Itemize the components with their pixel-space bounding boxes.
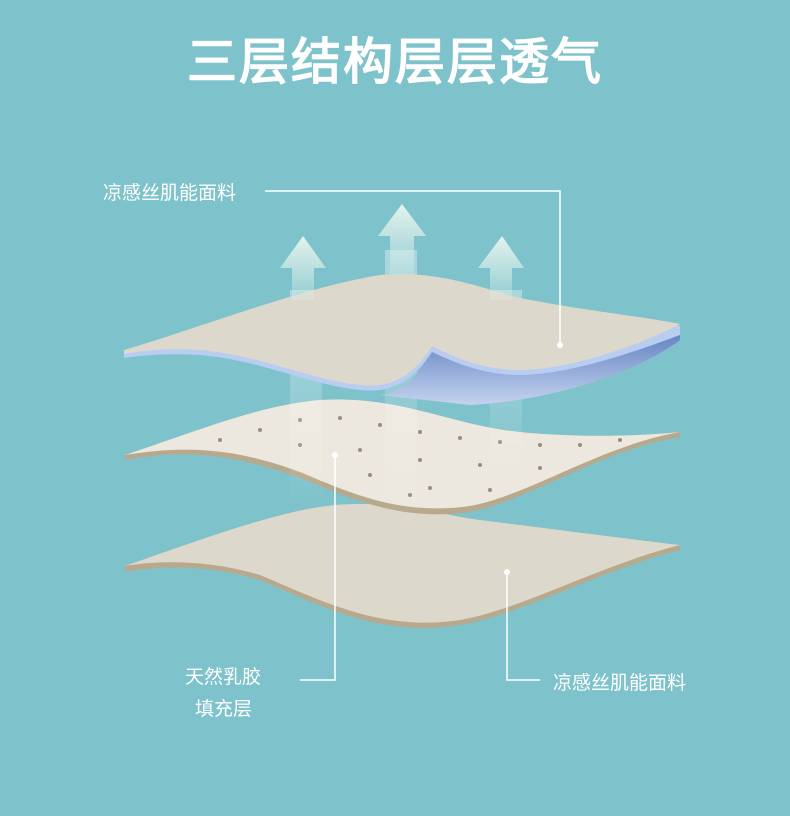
bottom-fabric-layer: [125, 503, 680, 628]
leader-lines: [265, 190, 561, 681]
top-fabric-layer: [124, 274, 680, 405]
up-arrow-icon: [280, 236, 326, 300]
up-arrow-icon: [378, 204, 426, 275]
up-arrow-icon: [478, 236, 524, 300]
middle-layer-label-line1: 天然乳胶: [185, 666, 262, 688]
top-layer-label: 凉感丝肌能面料: [103, 182, 237, 204]
page-title: 三层结构层层透气: [187, 33, 603, 91]
middle-layer-label-line2: 填充层: [195, 698, 253, 720]
bottom-layer-label: 凉感丝肌能面料: [553, 672, 687, 694]
airflow-arrows: [280, 204, 524, 300]
